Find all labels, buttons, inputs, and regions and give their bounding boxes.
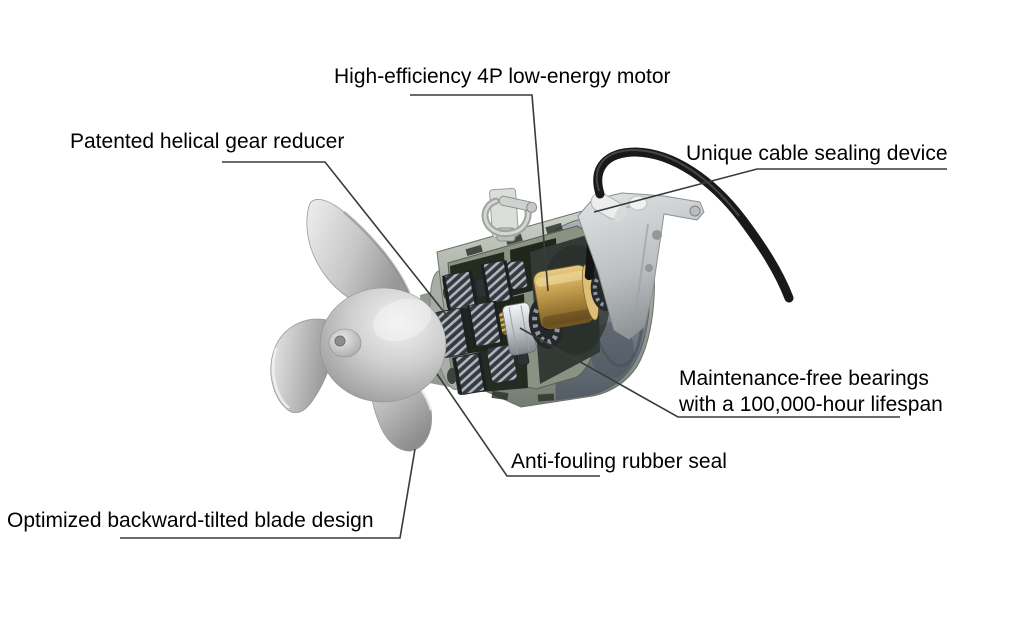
shackle-bow-highlight	[483, 199, 530, 236]
blade-top-shading	[343, 210, 411, 294]
label-motor: High-efficiency 4P low-energy motor	[334, 65, 671, 88]
label-bearings-line1: Maintenance-free bearings	[679, 367, 929, 390]
gear	[480, 260, 514, 304]
leader-lines	[120, 94, 947, 539]
bracket-hole	[645, 264, 653, 272]
leader-gear-reducer	[222, 161, 449, 318]
gear	[452, 352, 488, 396]
bracket-hole	[652, 230, 662, 240]
leader-blade-design	[120, 448, 416, 539]
shackle-pin	[498, 195, 538, 213]
hub-highlight	[372, 298, 432, 342]
mixer-unit	[270, 147, 794, 452]
cable-sheen	[595, 148, 740, 217]
cable-gland	[590, 192, 628, 223]
label-blade-design: Optimized backward-tilted blade design	[7, 509, 374, 532]
label-bearings-line2: with a 100,000-hour lifespan	[679, 393, 943, 416]
leader-cable-seal	[593, 168, 947, 213]
blade-left-rim	[272, 347, 290, 409]
label-cable-seal: Unique cable sealing device	[686, 142, 948, 165]
leader-motor	[410, 94, 549, 292]
lifting-shackle	[481, 187, 538, 242]
label-bearings: Maintenance-free bearings with a 100,000…	[679, 366, 943, 418]
leader-bearings	[519, 327, 900, 418]
label-rubber-seal: Anti-fouling rubber seal	[511, 450, 727, 473]
propeller	[270, 199, 447, 452]
gear	[442, 270, 478, 312]
gear	[506, 259, 529, 291]
hub-nose-bolt	[334, 335, 346, 347]
gear	[486, 344, 518, 384]
label-gear-reducer: Patented helical gear reducer	[70, 130, 345, 153]
leader-rubber-seal	[436, 373, 600, 477]
bracket-bolt	[689, 205, 701, 217]
